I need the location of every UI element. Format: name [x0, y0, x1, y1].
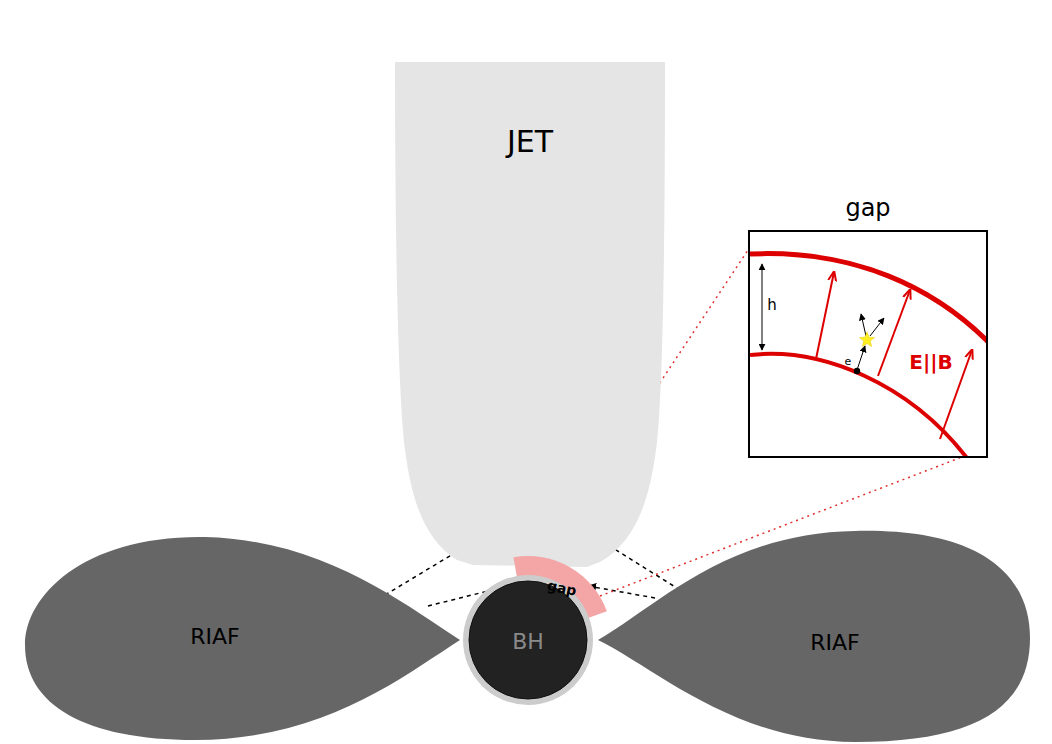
riaf-shape — [25, 537, 460, 740]
field-arrow — [816, 272, 834, 359]
node-label: gap — [845, 196, 890, 220]
riaf-disk: RIAF — [25, 535, 465, 743]
electron-dot — [854, 368, 860, 374]
inset-label: h — [767, 298, 777, 313]
riaf-shape — [598, 531, 1030, 742]
node-label: BH — [512, 631, 544, 653]
photon-arrow — [861, 314, 866, 336]
node-label: JET — [507, 127, 553, 157]
electron-path — [857, 346, 865, 370]
photon-star — [859, 332, 874, 347]
jet-region: JET — [395, 62, 665, 568]
horizon-ring — [463, 575, 593, 705]
inset-box: gap — [748, 230, 988, 458]
black-hole-disk — [469, 581, 587, 699]
jet-shape — [395, 62, 665, 567]
riaf-disk: RIAF — [595, 528, 1033, 744]
riaf-disk-outline — [25, 535, 465, 743]
inset-label: E||B — [907, 352, 955, 372]
node-label: RIAF — [810, 632, 859, 654]
inset-box-outline — [750, 232, 986, 456]
height-arrow — [762, 264, 763, 350]
inset-label: e — [845, 356, 852, 367]
photon-arrow — [870, 318, 884, 336]
field-arrow — [878, 290, 910, 376]
node-label: RIAF — [190, 626, 239, 648]
